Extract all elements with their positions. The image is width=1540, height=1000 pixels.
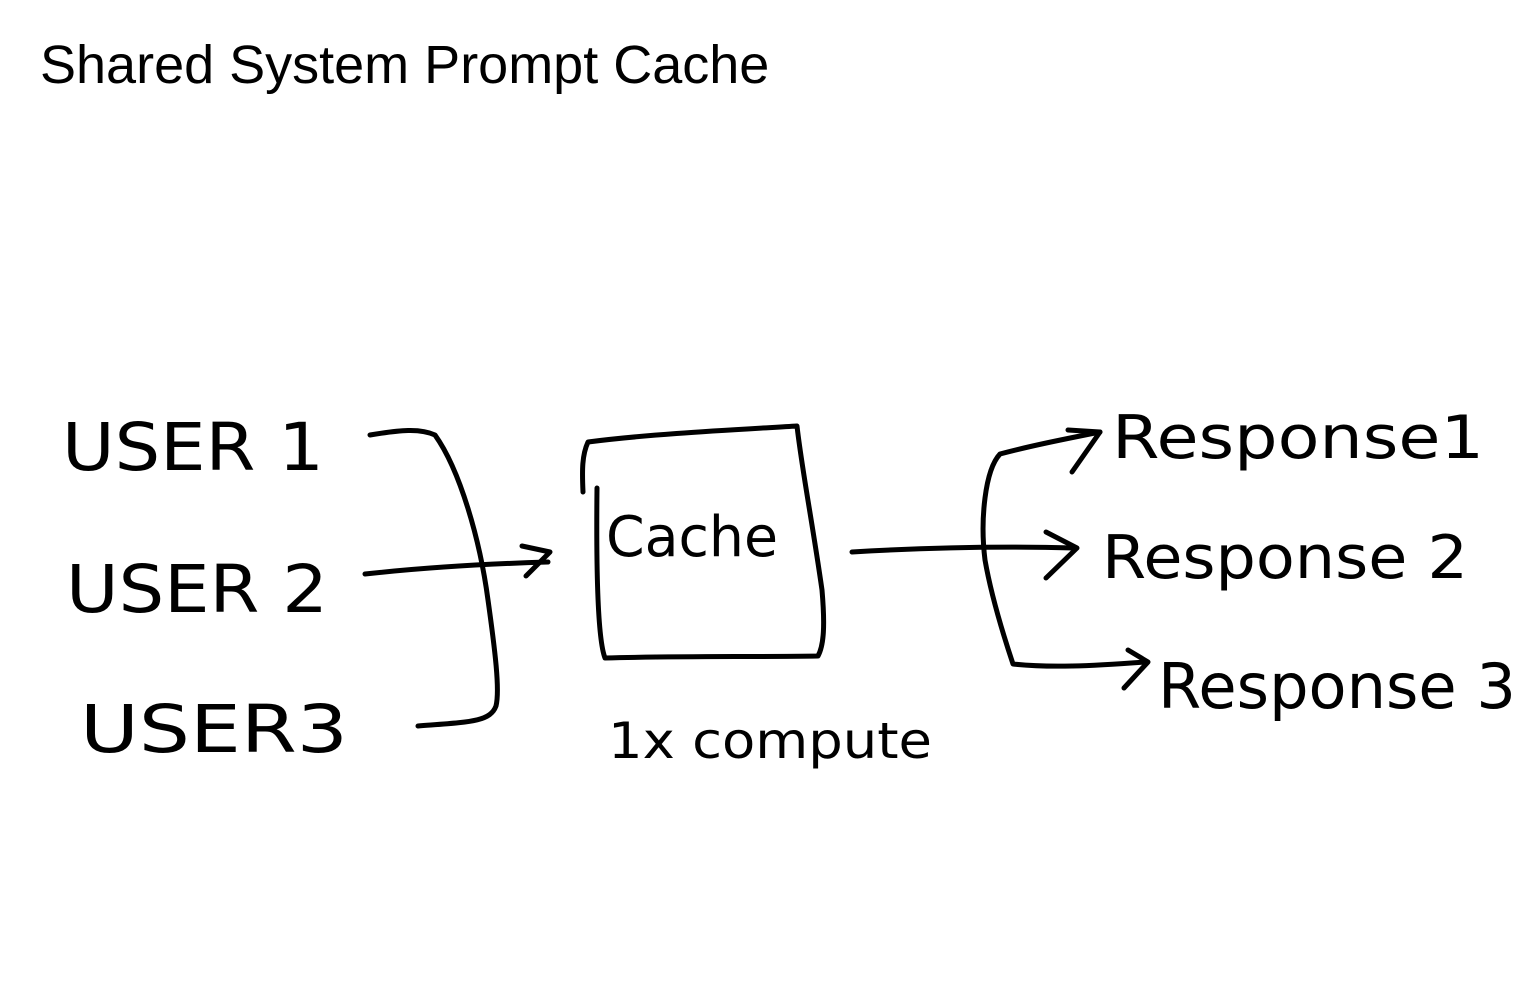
cache-box (580, 423, 827, 661)
response-1-arrowhead (1065, 427, 1103, 475)
user-2-label: USER 2 (66, 551, 328, 628)
response-3-arrowhead (1121, 647, 1151, 691)
response-3-label: Response 3 (1158, 650, 1516, 723)
cache-to-response-2-arrow (849, 544, 1078, 555)
user-1-label: USER 1 (62, 409, 324, 486)
response-2-arrowhead (1043, 529, 1080, 581)
response-1-label: Response1 (1112, 403, 1484, 473)
user2-arrowhead (519, 543, 553, 579)
user-bracket (367, 427, 500, 729)
cache-label: Cache (606, 505, 778, 570)
response-bracket (980, 429, 1148, 669)
user-3-label: USER3 (80, 691, 348, 768)
cache-caption: 1x compute (608, 712, 932, 770)
user2-to-cache-arrow (362, 559, 551, 577)
page-title: Shared System Prompt Cache (40, 35, 770, 95)
response-2-label: Response 2 (1102, 523, 1468, 593)
